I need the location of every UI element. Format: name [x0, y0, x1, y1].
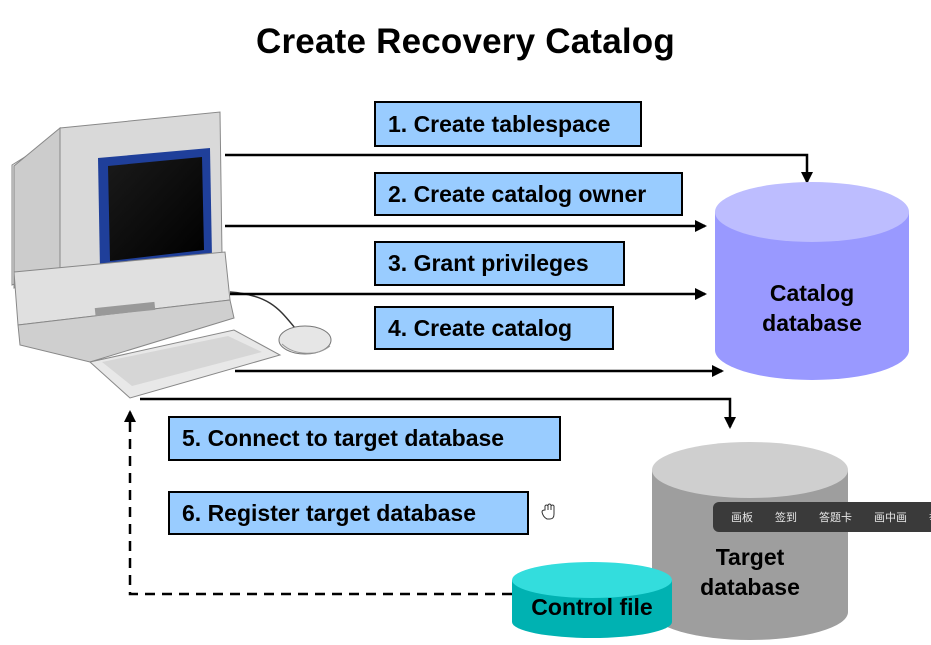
- control-file-label: Control file: [531, 594, 653, 620]
- catalog-database-cylinder: [715, 182, 909, 380]
- toolbar-item-canvas[interactable]: 画板: [731, 512, 753, 524]
- catalog-database-label: Catalog database: [715, 278, 909, 338]
- catalog-database-line1: Catalog: [769, 280, 855, 306]
- toolbar-item-picture-in-picture[interactable]: 画中画: [874, 512, 907, 524]
- target-database-label: Target database: [652, 542, 848, 602]
- catalog-database-line2: database: [762, 310, 862, 336]
- step-connect-target-database: 5. Connect to target database: [168, 416, 561, 461]
- overlay-toolbar: 画板 签到 答题卡 画中画 举: [713, 502, 931, 532]
- target-database-line1: Target: [715, 544, 785, 570]
- step-create-catalog-owner: 2. Create catalog owner: [374, 172, 683, 216]
- hand-cursor-icon: [541, 503, 555, 520]
- arrows: [124, 153, 813, 596]
- target-database-line2: database: [700, 574, 800, 600]
- toolbar-item-answer-card[interactable]: 答题卡: [819, 512, 852, 524]
- toolbar-item-raise-hand[interactable]: 举: [929, 509, 931, 525]
- page-title: Create Recovery Catalog: [256, 22, 675, 61]
- control-file-cylinder: [512, 562, 672, 638]
- target-database-cylinder: [652, 442, 848, 640]
- step-grant-privileges: 3. Grant privileges: [374, 241, 625, 286]
- step-create-catalog: 4. Create catalog: [374, 306, 614, 350]
- step-register-target-database: 6. Register target database: [168, 491, 529, 535]
- toolbar-item-checkin[interactable]: 签到: [775, 512, 797, 524]
- step-create-tablespace: 1. Create tablespace: [374, 101, 642, 147]
